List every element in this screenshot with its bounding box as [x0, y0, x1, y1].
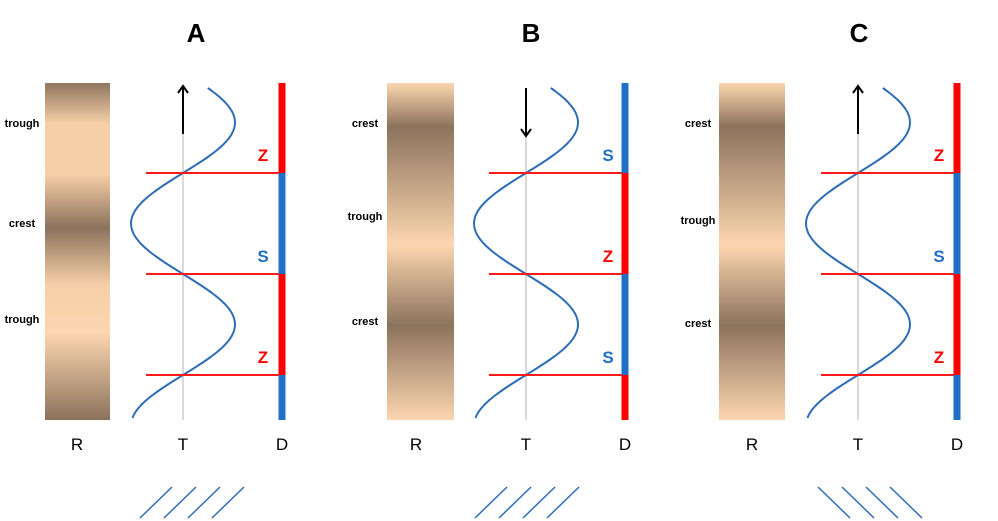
axis-label-d: D	[276, 435, 288, 454]
axis-label-t: T	[178, 435, 188, 454]
r-column	[719, 83, 785, 420]
axis-label-t: T	[521, 435, 531, 454]
r-label-crest: crest	[352, 118, 379, 130]
arrow-head-icon	[520, 128, 532, 138]
axis-label-r: R	[71, 435, 83, 454]
d-segment-label: S	[602, 348, 613, 367]
r-label-crest: crest	[9, 218, 36, 230]
panel-title: C	[850, 18, 869, 48]
helix-wave	[129, 87, 237, 419]
d-segment-blue	[278, 173, 286, 274]
d-segment-red	[953, 83, 961, 173]
d-segment-blue	[621, 83, 629, 173]
d-segment-label: S	[933, 247, 944, 266]
r-label-trough: trough	[5, 118, 40, 130]
r-label-trough: trough	[5, 314, 40, 326]
panel-title: A	[187, 18, 206, 48]
panel-title: B	[522, 18, 541, 48]
hatch-backward-icon	[817, 486, 923, 519]
r-column	[45, 83, 110, 420]
d-segment-label: Z	[934, 146, 944, 165]
axis-label-t: T	[853, 435, 863, 454]
axis-label-r: R	[746, 435, 758, 454]
d-segment-blue	[621, 274, 629, 375]
r-label-crest: crest	[685, 318, 712, 330]
axis-label-d: D	[619, 435, 631, 454]
axis-label-r: R	[410, 435, 422, 454]
arrow-head-icon	[177, 84, 189, 94]
d-segment-red	[621, 173, 629, 274]
d-segment-label: Z	[258, 146, 268, 165]
d-segment-red	[278, 83, 286, 173]
d-segment-red	[621, 375, 629, 420]
d-segment-label: Z	[258, 348, 268, 367]
d-segment-label: S	[602, 146, 613, 165]
r-label-trough: trough	[681, 215, 716, 227]
d-segment-blue	[953, 173, 961, 274]
hatch-forward-icon	[474, 486, 580, 519]
d-segment-red	[953, 274, 961, 375]
hatch-forward-icon	[139, 486, 245, 519]
helix-wave	[804, 87, 912, 419]
d-segment-blue	[278, 375, 286, 420]
arrow-head-icon	[852, 84, 864, 94]
axis-label-d: D	[951, 435, 963, 454]
r-label-crest: crest	[685, 118, 712, 130]
r-column	[387, 83, 454, 420]
d-segment-label: Z	[934, 348, 944, 367]
r-label-crest: crest	[352, 316, 379, 328]
d-segment-blue	[953, 375, 961, 420]
r-label-trough: trough	[348, 211, 383, 223]
d-segment-label: S	[257, 247, 268, 266]
d-segment-label: Z	[603, 247, 613, 266]
helix-wave	[472, 87, 580, 419]
d-segment-red	[278, 274, 286, 375]
